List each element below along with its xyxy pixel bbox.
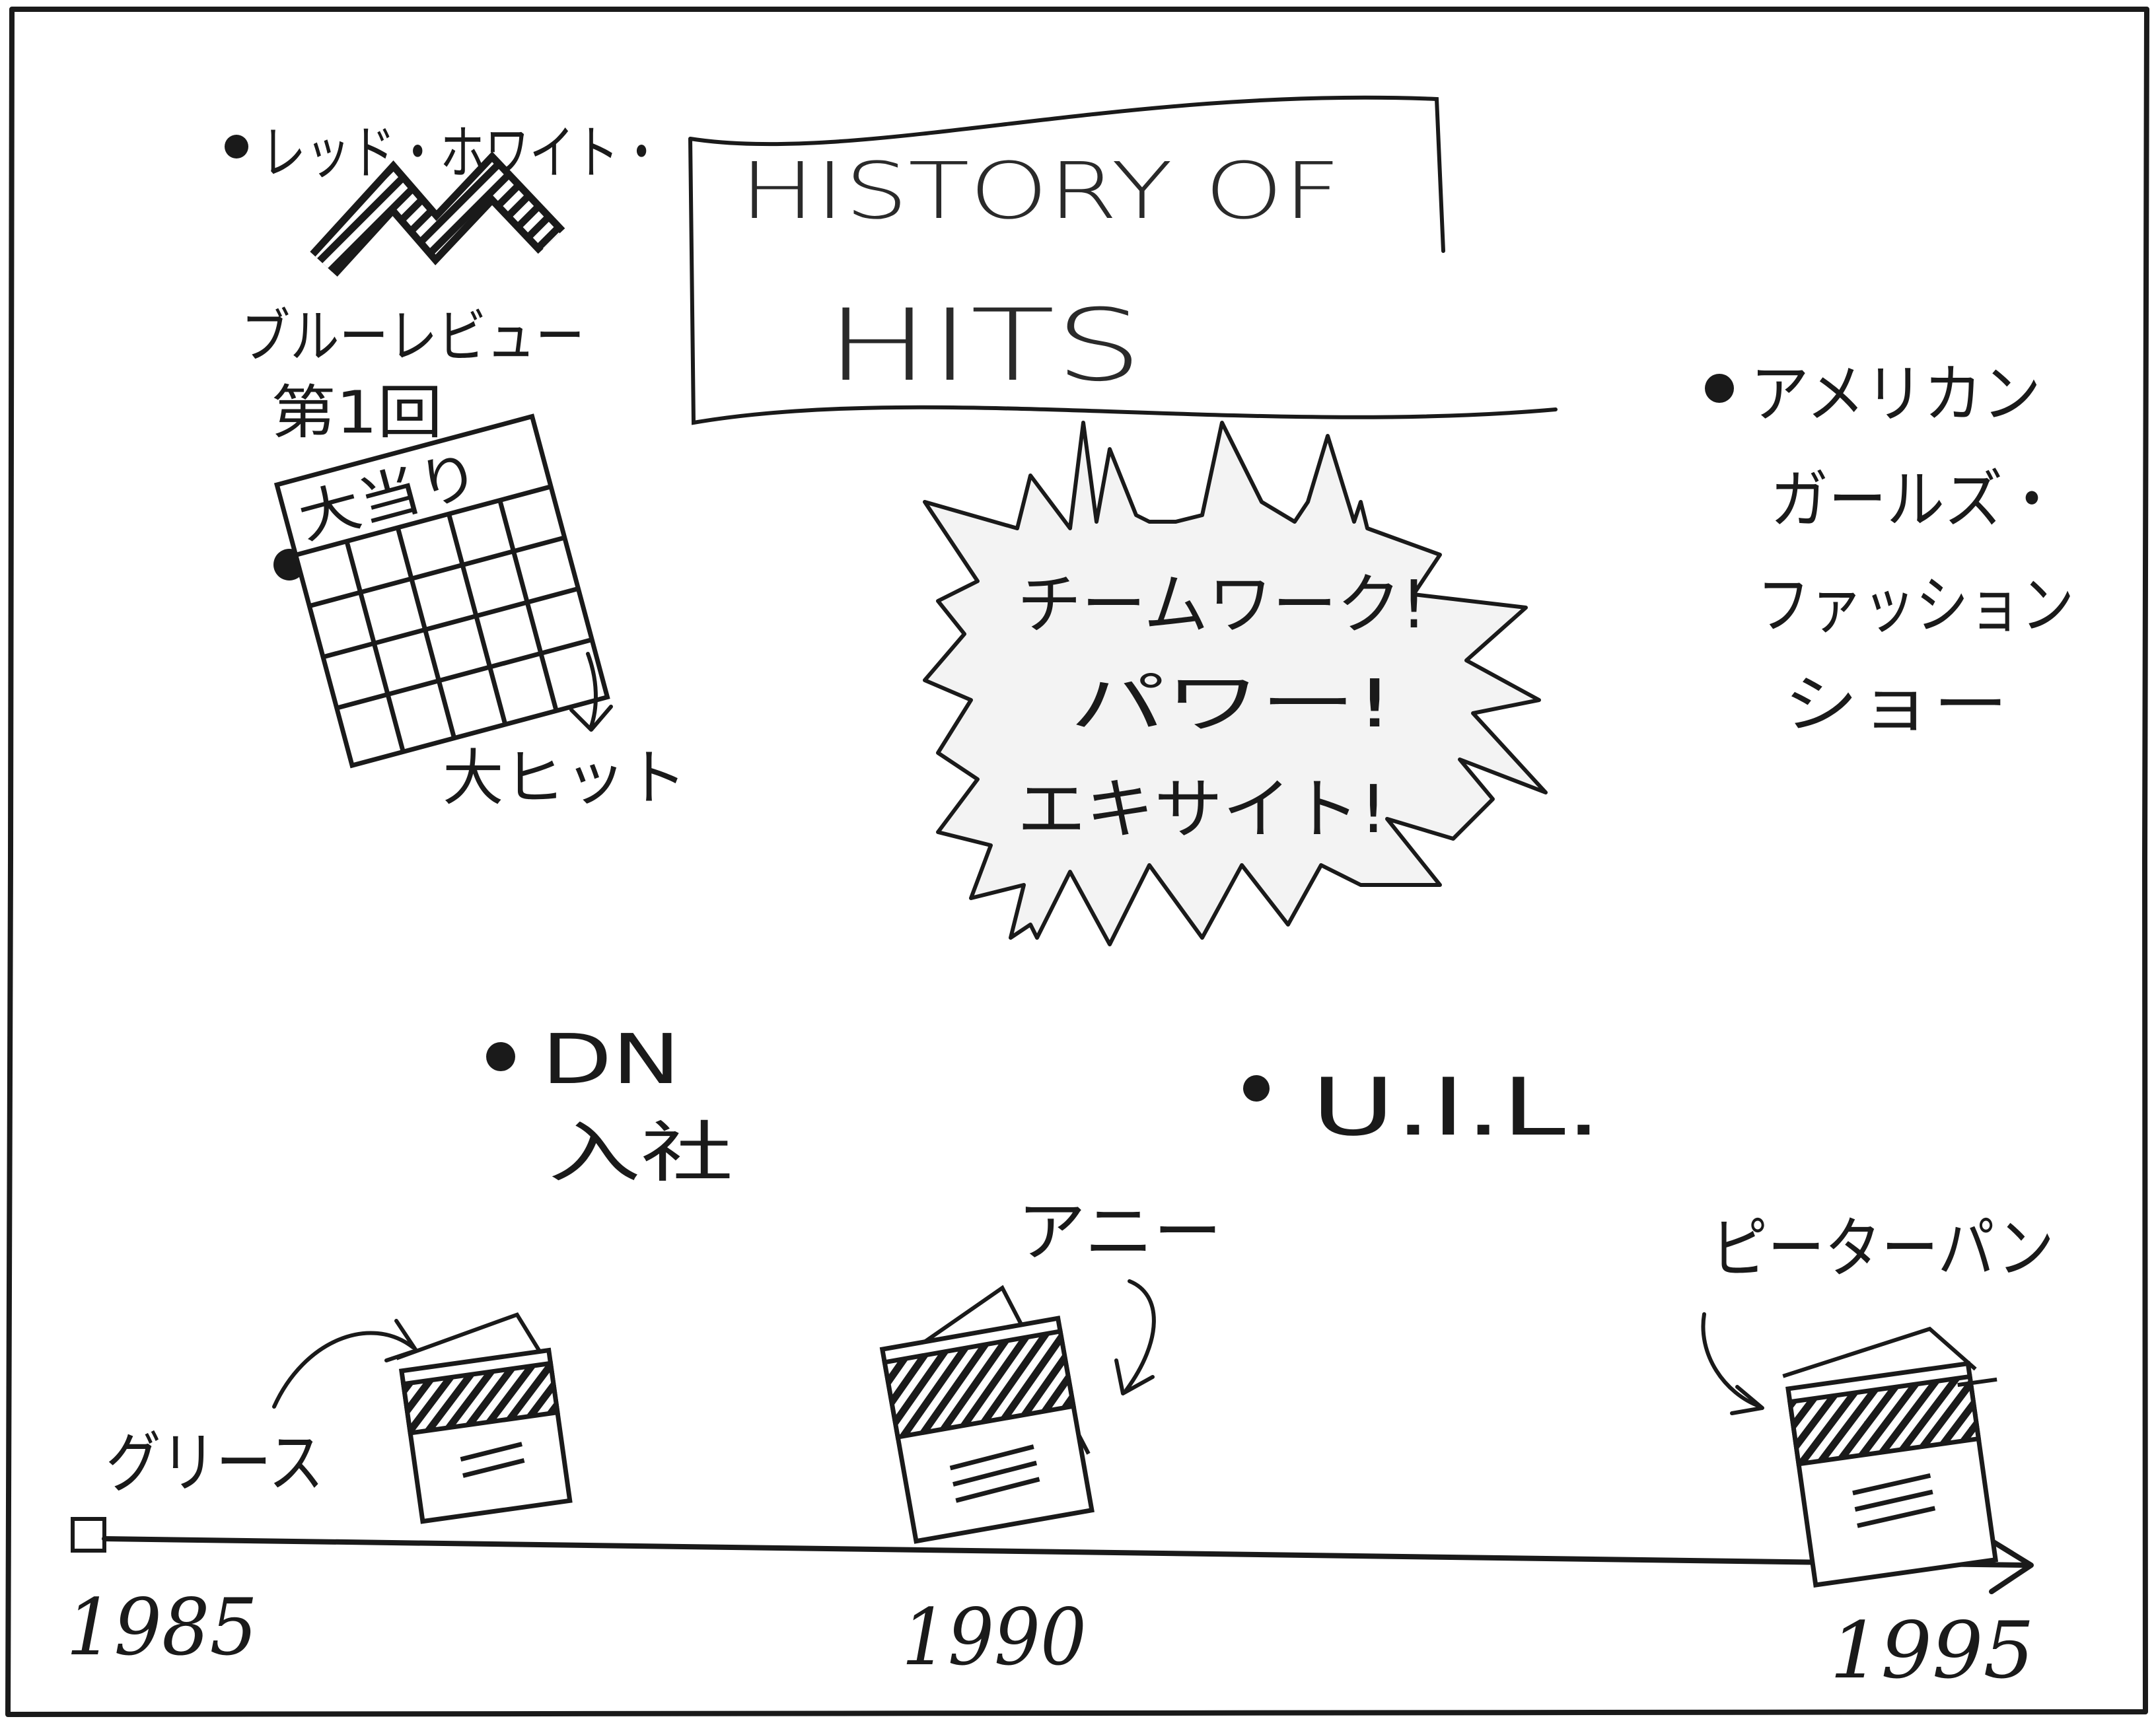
burst-line-2: パワー! <box>1070 665 1394 742</box>
show-grease: グリース <box>106 1312 573 1524</box>
program-booklet-icon <box>396 1312 573 1524</box>
event-red-white: レッド・ホワイト・ <box>225 119 664 187</box>
show-annie: アニー <box>879 1193 1222 1544</box>
title-line-1: HISTORY OF <box>740 145 1341 236</box>
timeline-arrowhead-icon <box>1986 1536 2034 1594</box>
red-white-label: レッド・ホワイト・ <box>261 119 664 187</box>
dn-line-1: DN <box>542 1019 680 1100</box>
timeline-start-marker <box>71 1517 106 1553</box>
bullet-dot <box>486 1042 515 1071</box>
blue-review-line-2: 第1回 <box>271 378 443 446</box>
blue-review-line-1: ブルーレビュー <box>241 302 585 370</box>
timeline: 1985 1990 1995 <box>66 1517 2034 1696</box>
peter-pan-label: ピーターパン <box>1711 1210 2054 1287</box>
arrow-down-icon <box>569 652 613 732</box>
event-big-hit: 大当り 大ヒット <box>273 413 687 814</box>
curved-arrow-icon <box>1114 1279 1156 1395</box>
year-label-1995: 1995 <box>1830 1605 2034 1696</box>
burst-line-1: チームワーク! <box>1017 566 1427 643</box>
bullet-dot <box>1705 374 1734 403</box>
event-blue-review: ブルーレビュー 第1回 <box>241 302 585 446</box>
burst-callout: チームワーク! パワー! エキサイト! <box>923 421 1548 946</box>
burst-line-3: エキサイト! <box>1017 771 1387 848</box>
event-uil: U.I.L. <box>1243 1062 1602 1154</box>
title-line-2: HITS <box>826 289 1143 404</box>
american-line-4: ショー <box>1783 668 2008 742</box>
frame-border <box>5 7 2149 1717</box>
curved-arrow-icon <box>1701 1312 1764 1415</box>
bullet-dot <box>225 135 248 158</box>
annie-label: アニー <box>1017 1193 1222 1271</box>
grease-label: グリース <box>106 1424 324 1502</box>
timeline-axis <box>102 1536 2030 1568</box>
show-peter-pan: ピーターパン <box>1701 1210 2054 1588</box>
curved-arrow-icon <box>272 1319 418 1409</box>
dn-line-2: 入社 <box>548 1114 733 1191</box>
zigzag-icon <box>310 151 565 277</box>
american-line-1: アメリカン <box>1750 357 2041 431</box>
calendar-grid-icon: 大当り <box>273 413 610 769</box>
year-label-1990: 1990 <box>902 1592 1087 1683</box>
event-american-fashion-show: アメリカン ガールズ・ ファッション ショー <box>1705 357 2074 742</box>
program-booklet-icon <box>879 1284 1095 1544</box>
uil-label: U.I.L. <box>1311 1062 1602 1154</box>
american-line-2: ガールズ・ <box>1770 463 2061 537</box>
event-dn-join: DN 入社 <box>486 1019 733 1191</box>
bullet-dot <box>1243 1075 1270 1102</box>
title-banner: HISTORY OF HITS <box>688 95 1558 425</box>
big-hit-result-label: 大ヒット <box>443 743 687 814</box>
american-line-3: ファッション <box>1757 569 2074 643</box>
year-label-1985: 1985 <box>66 1582 258 1673</box>
program-booklet-icon <box>1782 1326 1999 1588</box>
